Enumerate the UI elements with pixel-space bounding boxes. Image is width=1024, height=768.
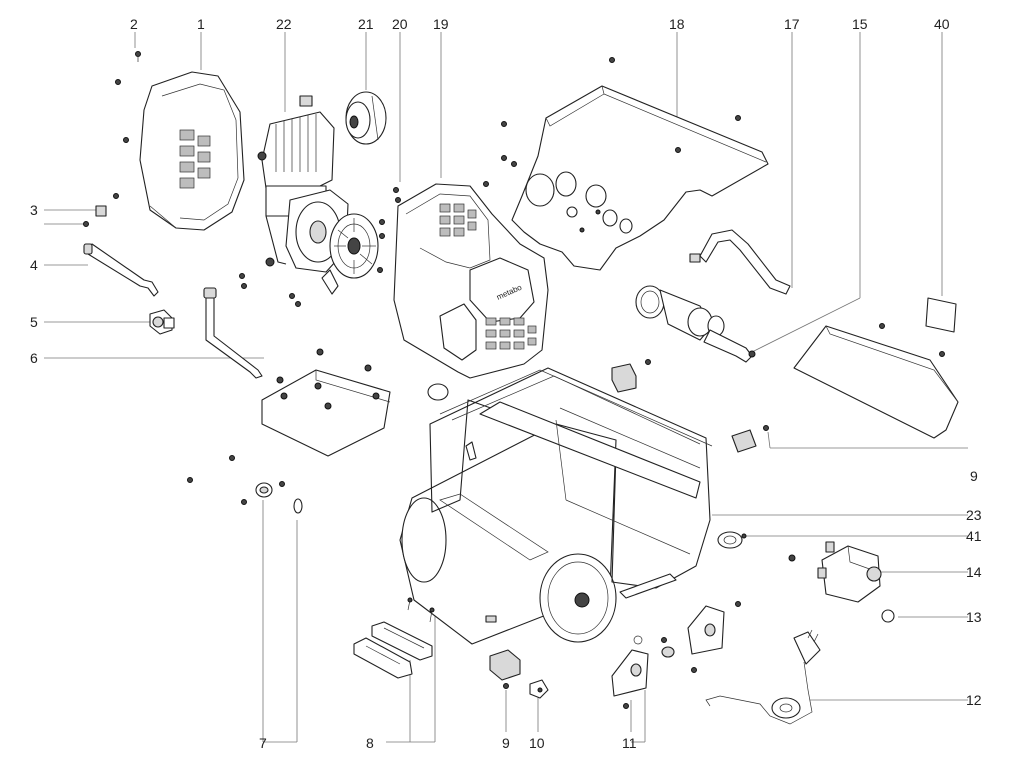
label-19: 19 (433, 16, 449, 32)
housing-vents (439, 203, 477, 237)
part-17-hose (689, 229, 791, 295)
part-22-cylinder-head (257, 95, 335, 267)
label-40: 40 (934, 16, 950, 32)
cooling-fan (329, 213, 379, 279)
label-41: 41 (966, 528, 982, 544)
part-40-label (925, 297, 957, 333)
label-9-right: 9 (970, 468, 978, 484)
part-9-rubber-foot-bottom (489, 649, 521, 689)
label-21: 21 (358, 16, 374, 32)
cooling-fins (275, 114, 317, 172)
label-2: 2 (130, 16, 138, 32)
part-1-fan-cover (139, 71, 245, 231)
vent-grille (179, 129, 211, 189)
part-12-power-cord (705, 629, 821, 725)
side-shelf-plate (793, 323, 959, 439)
motor-mount-bracket (261, 348, 391, 457)
part-7-plug-seal (187, 455, 303, 514)
label-12: 12 (966, 692, 982, 708)
label-22: 22 (276, 16, 292, 32)
label-14: 14 (966, 564, 982, 580)
part-14-pressure-switch (788, 541, 882, 603)
label-6: 6 (30, 350, 38, 366)
part-10-drain-valve (529, 679, 549, 699)
gauge-holes (525, 171, 633, 234)
label-13: 13 (966, 609, 982, 625)
label-3: 3 (30, 202, 38, 218)
label-9-bottom: 9 (502, 735, 510, 751)
part-23-tank-frame (399, 367, 713, 645)
label-10: 10 (529, 735, 545, 751)
part-41-lifting-eye (717, 531, 747, 549)
label-4: 4 (30, 257, 38, 273)
part-15-gauge-assembly (635, 285, 756, 363)
part-19-housing: metabo (393, 183, 549, 379)
part-21-rotor (345, 91, 387, 145)
part-6-tube (203, 287, 263, 379)
label-20: 20 (392, 16, 408, 32)
label-8: 8 (366, 735, 374, 751)
part-11-feet-brackets (611, 601, 741, 709)
part-4-tube (83, 243, 159, 297)
label-18: 18 (669, 16, 685, 32)
label-17: 17 (784, 16, 800, 32)
label-5: 5 (30, 314, 38, 330)
small-fasteners-mid (239, 187, 401, 307)
part-13-cap (881, 609, 895, 623)
leader-lines (44, 32, 968, 743)
part-2-screws (113, 51, 141, 199)
label-1: 1 (197, 16, 205, 32)
part-18-top-plate (483, 57, 769, 271)
part-number-labels: 2 1 22 21 20 19 18 17 15 40 3 4 5 6 9 23… (30, 16, 982, 751)
part-8-handle-grips (353, 597, 435, 679)
label-23: 23 (966, 507, 982, 523)
label-7: 7 (259, 735, 267, 751)
part-9-rubber-block-top (611, 359, 769, 453)
part-3-clip (83, 205, 107, 227)
label-11: 11 (622, 735, 637, 751)
label-15: 15 (852, 16, 868, 32)
part-5-elbow-fitting (149, 309, 175, 335)
front-grille (485, 317, 537, 350)
